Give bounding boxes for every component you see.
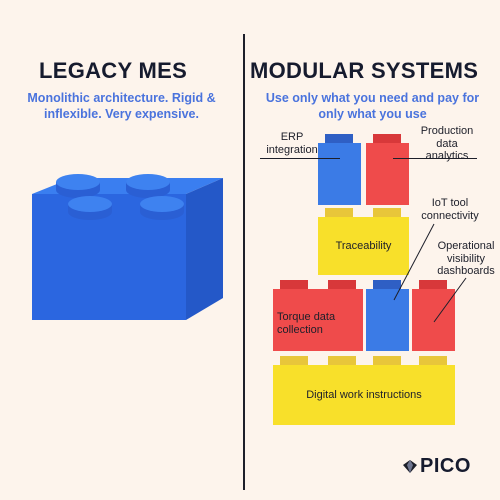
legacy-subtitle-line2: inflexible. Very expensive. (44, 107, 199, 121)
operational-leader-line (433, 277, 467, 323)
center-divider (243, 34, 245, 490)
legacy-title: LEGACY MES (39, 58, 188, 83)
traceability-block: Traceability (318, 217, 409, 275)
brick-stud (373, 134, 401, 143)
erp-label-line1: ERP (280, 131, 304, 143)
brick-stud (325, 208, 353, 217)
brick-stud (325, 134, 353, 143)
prod-label-line3: analytics (425, 150, 469, 162)
operational-visibility-brick (412, 289, 455, 351)
erp-leader-line (260, 158, 340, 159)
modular-title: MODULAR SYSTEMS (250, 58, 479, 83)
traceability-label: Traceability (335, 239, 392, 252)
brick-stud (373, 208, 401, 217)
prod-label-line2: data (436, 137, 458, 150)
erp-brick (318, 143, 361, 205)
modular-subtitle: Use only what you need and pay for only … (245, 90, 500, 122)
operational-label: Operational visibility dashboards (432, 240, 500, 278)
brand-name: PICO (420, 455, 471, 477)
brick-stud (328, 280, 356, 289)
large-blue-brick-icon (32, 174, 223, 320)
brick-stud (280, 280, 308, 289)
brick-stud (373, 356, 401, 365)
digital-work-label: Digital work instructions (306, 388, 422, 401)
iot-label-line1: IoT tool (431, 197, 469, 209)
torque-label-line1: Torque data (277, 311, 336, 323)
iot-leader-line (393, 223, 435, 301)
prod-label-line1: Production (420, 125, 474, 137)
modular-subtitle-line2: only what you use (318, 107, 427, 121)
legacy-subtitle-line1: Monolithic architecture. Rigid & (27, 91, 216, 105)
erp-label: ERP integration (262, 131, 322, 156)
iot-brick (366, 289, 409, 351)
brick-stud (419, 356, 447, 365)
brick-stud (419, 280, 447, 289)
torque-data-block: Torque data collection (273, 289, 363, 351)
modular-subtitle-line1: Use only what you need and pay for (265, 91, 480, 105)
digital-work-instructions-block: Digital work instructions (273, 365, 455, 425)
iot-label: IoT tool connectivity (418, 197, 482, 222)
ops-label-line2: visibility (447, 252, 485, 265)
ops-label-line1: Operational (437, 240, 495, 252)
erp-label-line2: integration (266, 143, 318, 156)
ops-label-line3: dashboards (437, 265, 495, 277)
torque-label: Torque data collection (277, 311, 335, 337)
brick-stud (280, 356, 308, 365)
brick-stud (373, 280, 401, 289)
production-analytics-brick (366, 143, 409, 205)
legacy-subtitle: Monolithic architecture. Rigid & inflexi… (0, 90, 243, 122)
production-leader-line (393, 158, 477, 159)
production-label: Production data analytics (412, 125, 482, 163)
brick-stud (328, 356, 356, 365)
iot-label-line2: connectivity (421, 209, 479, 222)
pico-logo-icon (403, 460, 417, 473)
torque-label-line2: collection (277, 324, 323, 336)
